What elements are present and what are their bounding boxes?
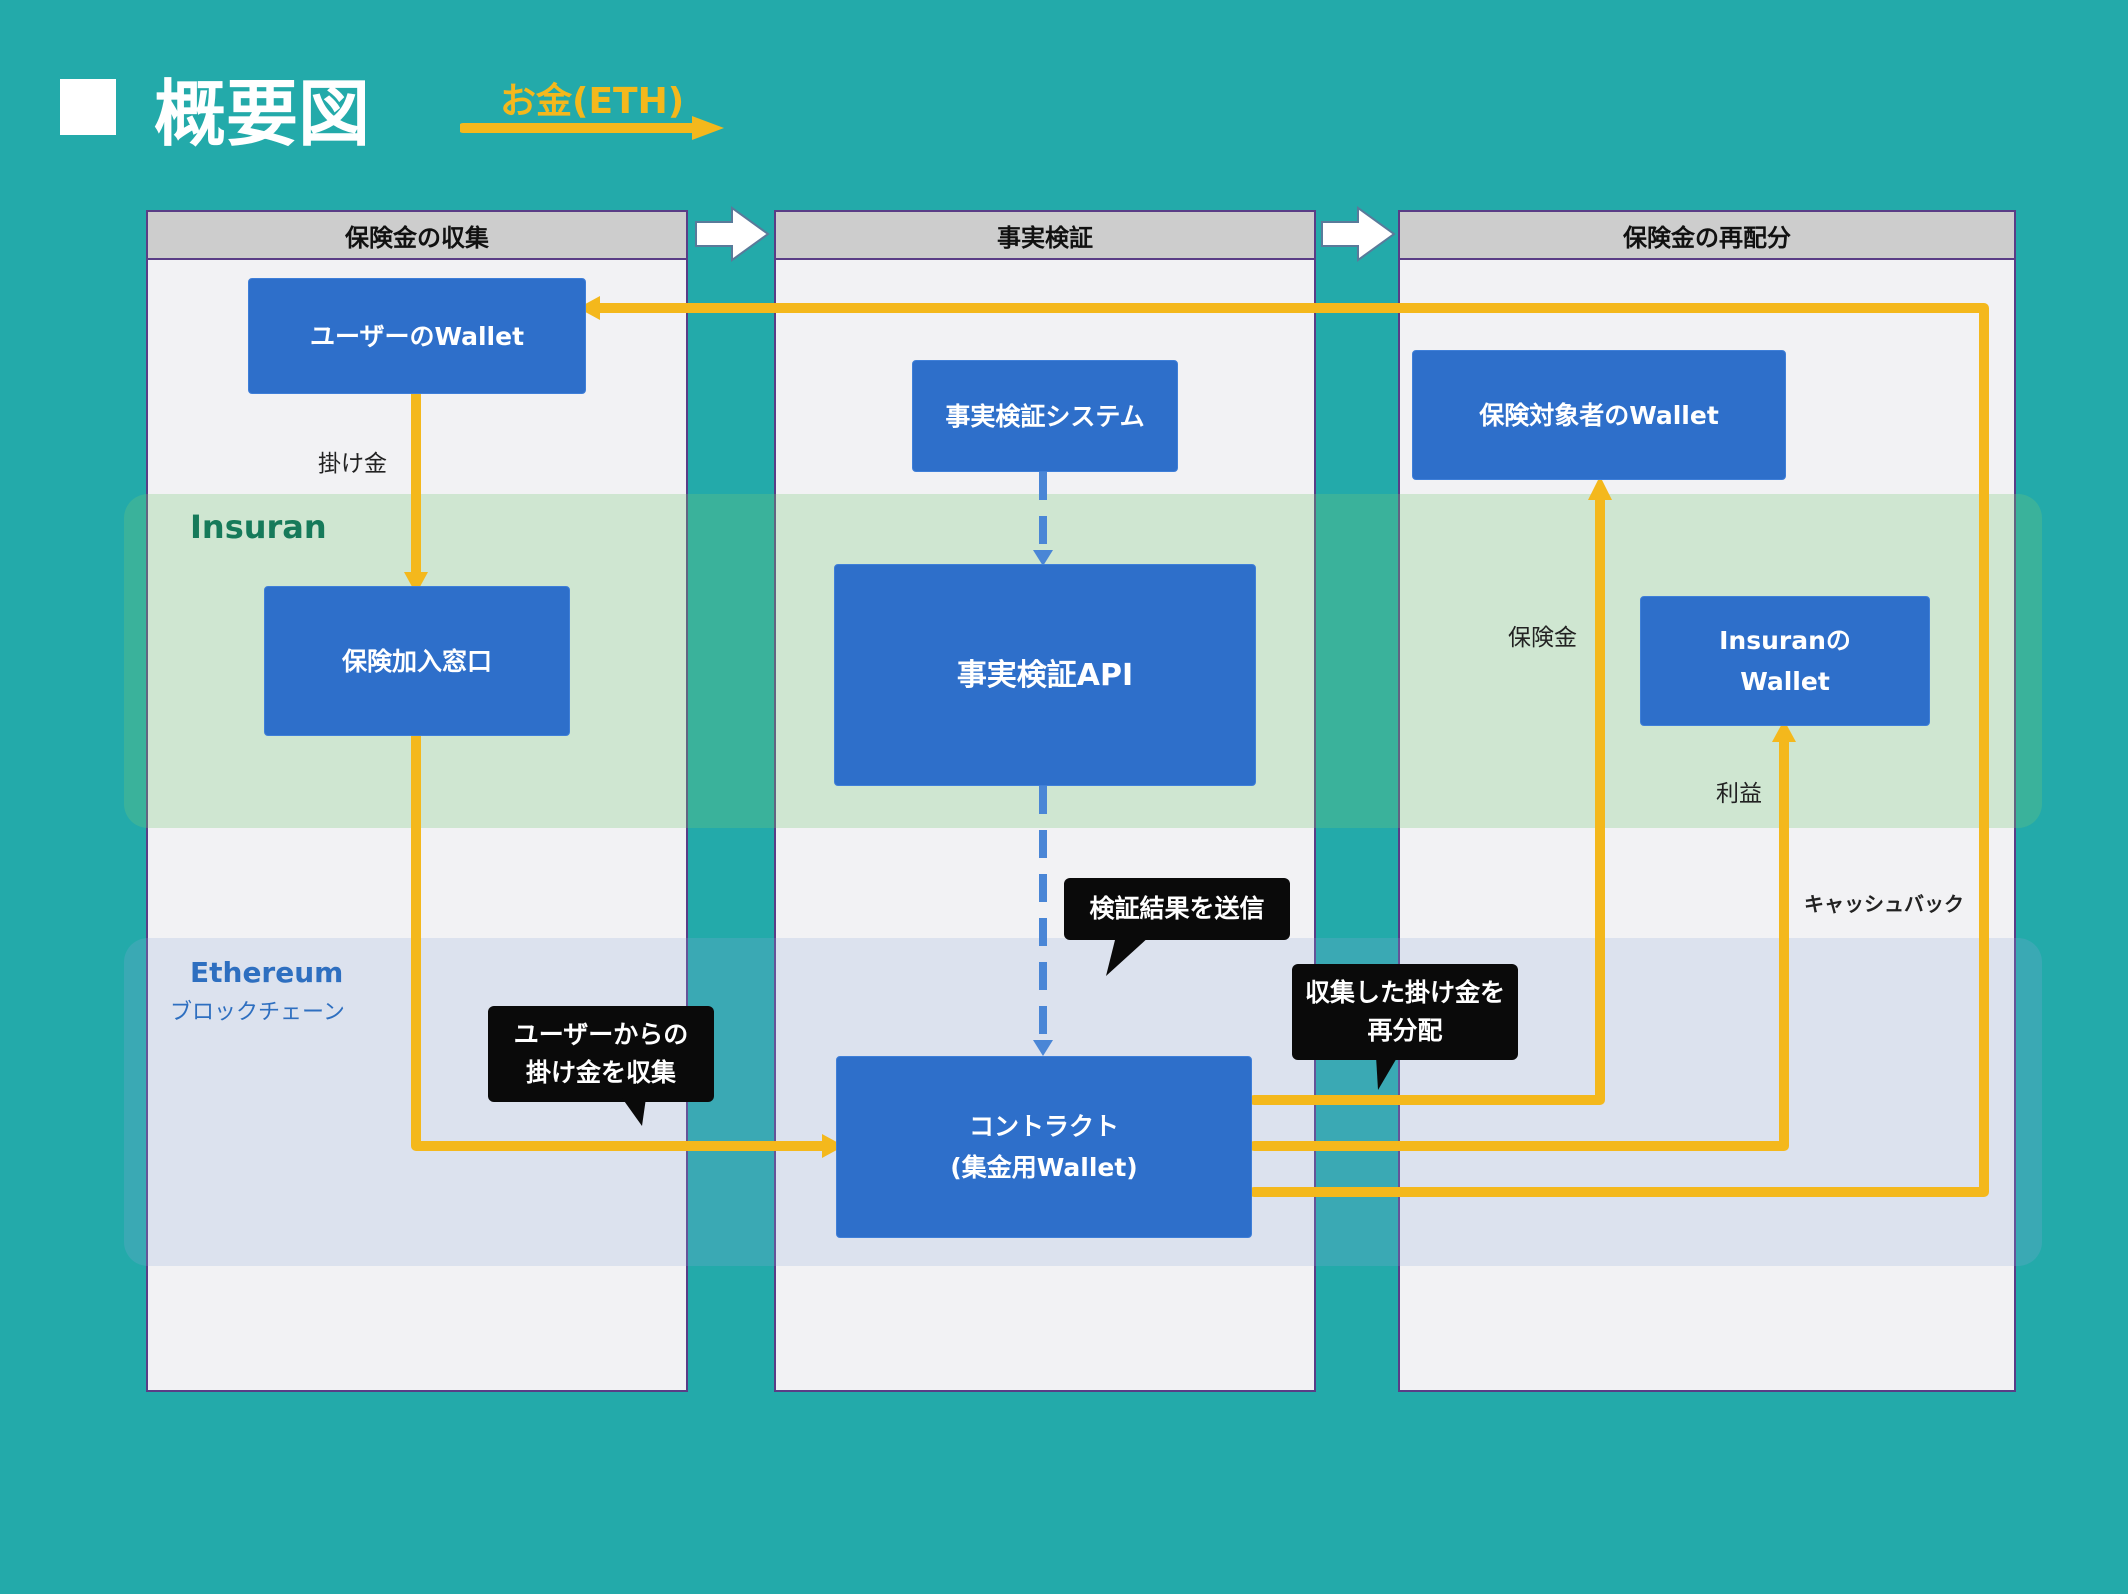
node-insurance-window: 保険加入窓口 (264, 586, 570, 736)
callout-tail-icon (622, 1098, 646, 1126)
arrowhead-icon (822, 1134, 844, 1158)
flow-collect-line (411, 731, 831, 1151)
arrowhead-icon (404, 572, 428, 594)
flow-label-cashback: キャッシュバック (1804, 892, 1964, 916)
lane-arrow-icon (1321, 206, 1396, 262)
flow-profit-line (1249, 731, 1789, 1151)
flow-payout-line (1249, 489, 1605, 1105)
callout-tail-icon (1376, 1056, 1398, 1090)
lane-header-collection: 保険金の収集 (148, 212, 686, 260)
title-square-icon (60, 79, 116, 135)
arrowhead-icon (1772, 720, 1796, 742)
arrowhead-icon (578, 296, 600, 320)
legend-label: お金(ETH) (500, 81, 685, 122)
lane-header-redistribution: 保険金の再配分 (1400, 212, 2014, 260)
node-contract: コントラクト (集金用Wallet) (836, 1056, 1252, 1238)
arrowhead-icon (1588, 476, 1612, 500)
arrowhead-icon (1033, 1040, 1053, 1056)
band-sublabel-ethereum: ブロックチェーン (170, 1000, 345, 1025)
band-label-ethereum: Ethereum (190, 956, 344, 989)
page-title: 概要図 (60, 52, 370, 162)
node-user-wallet: ユーザーのWallet (248, 278, 586, 394)
node-insured-wallet: 保険対象者のWallet (1412, 350, 1786, 480)
node-fact-check-api: 事実検証API (834, 564, 1256, 786)
flow-label-payout: 保険金 (1508, 625, 1577, 651)
node-fact-check-system: 事実検証システム (912, 360, 1178, 472)
band-label-insuran: Insuran (190, 508, 327, 546)
legend-arrow-icon (460, 116, 724, 140)
flow-cashback-line (591, 303, 1989, 1197)
arrowhead-icon (1033, 550, 1053, 566)
callout-send-result: 検証結果を送信 (1064, 878, 1290, 940)
title-text: 概要図 (154, 71, 371, 156)
flow-label-profit: 利益 (1716, 781, 1762, 807)
lane-arrow-icon (695, 206, 770, 262)
lane-header-verification: 事実検証 (776, 212, 1314, 260)
callout-collect: ユーザーからの 掛け金を収集 (488, 1006, 714, 1102)
flow-label-premium: 掛け金 (318, 451, 387, 477)
callout-tail-icon (1106, 936, 1150, 976)
node-insuran-wallet: Insuranの Wallet (1640, 596, 1930, 726)
callout-redistribute: 収集した掛け金を 再分配 (1292, 964, 1518, 1060)
